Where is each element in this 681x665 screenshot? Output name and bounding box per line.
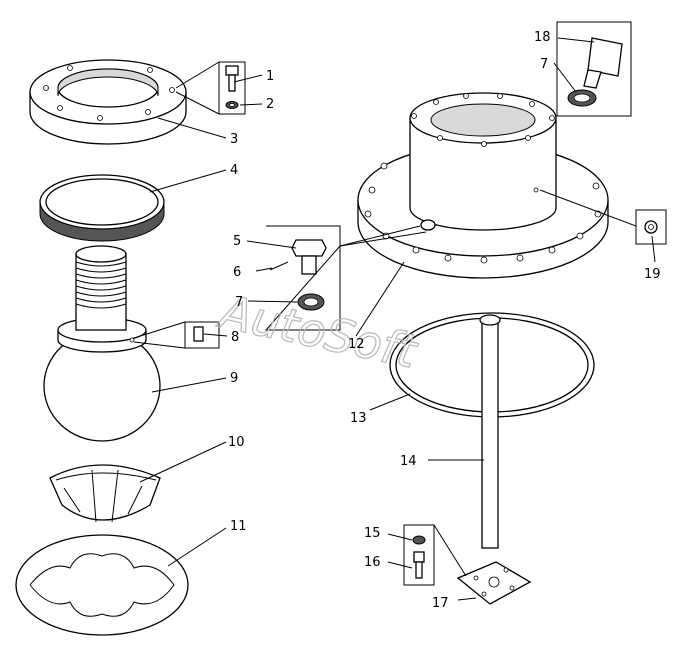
callout-5: 5	[233, 234, 241, 249]
callout-1: 1	[266, 69, 274, 84]
callout-3: 3	[230, 132, 238, 147]
part-flange-ring	[29, 59, 187, 145]
callout-16: 16	[364, 555, 381, 570]
part-plug	[539, 189, 667, 245]
part-flange-housing	[357, 92, 609, 279]
callout-18: 18	[534, 30, 551, 45]
part-seal-ring	[39, 174, 165, 242]
part-base-plate	[403, 524, 532, 605]
callout-labels: 1 2 3 4 5 6 7 8 9 10 11 12 13 14 15 16 1…	[228, 30, 661, 611]
callout-6: 6	[233, 265, 241, 280]
part-ball-stud	[43, 245, 220, 442]
callout-8: 8	[231, 330, 239, 345]
callout-7-breather: 7	[235, 295, 243, 310]
callout-10: 10	[228, 435, 245, 450]
callout-19: 19	[644, 267, 661, 282]
part-ring-plate	[15, 534, 189, 636]
part-liner-cup	[49, 464, 161, 523]
callout-9: 9	[230, 371, 238, 386]
callout-2: 2	[266, 97, 274, 112]
callout-14: 14	[400, 454, 417, 469]
callout-15: 15	[364, 526, 381, 541]
callout-12: 12	[348, 337, 365, 352]
callout-4: 4	[230, 163, 238, 178]
callout-11: 11	[230, 519, 247, 534]
part-rod	[479, 314, 501, 549]
part-bolt-and-washer	[175, 61, 246, 115]
part-pipe-fitting	[556, 21, 632, 117]
callout-13: 13	[350, 411, 367, 426]
part-breather-assembly	[264, 225, 427, 331]
callout-7-fitting: 7	[540, 57, 548, 72]
callout-17: 17	[432, 596, 449, 611]
leader-lines	[139, 37, 656, 601]
